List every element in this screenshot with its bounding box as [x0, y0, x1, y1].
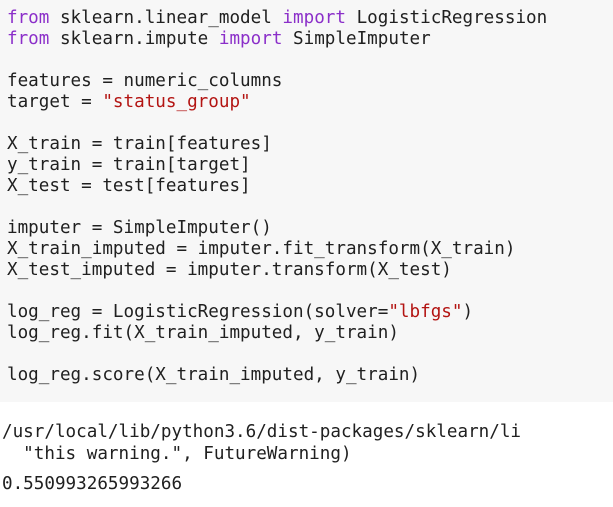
code-line-x-test: X_test = test[features]	[7, 176, 251, 196]
module-name: sklearn.impute	[49, 29, 219, 49]
code-line-x-train-imputed: X_train_imputed = imputer.fit_transform(…	[7, 239, 516, 259]
code-line-y-train: y_train = train[target]	[7, 155, 251, 175]
code-line-log-reg: log_reg = LogisticRegression(solver="lbf…	[7, 302, 473, 323]
assignment: target =	[7, 92, 103, 112]
keyword-from: from	[7, 29, 50, 49]
code-line-score: log_reg.score(X_train_imputed, y_train)	[7, 365, 421, 385]
call-suffix: )	[462, 302, 474, 322]
output-warning-path: /usr/local/lib/python3.6/dist-packages/s…	[2, 422, 522, 442]
code-line-imputer: imputer = SimpleImputer()	[7, 218, 272, 238]
imported-name: SimpleImputer	[282, 29, 431, 49]
code-cell-input[interactable]: from sklearn.linear_model import Logisti…	[0, 0, 613, 402]
code-line-import-logistic: from sklearn.linear_model import Logisti…	[7, 8, 547, 29]
code-line-features: features = numeric_columns	[7, 71, 283, 91]
module-name: sklearn.linear_model	[49, 8, 283, 28]
code-line-x-test-imputed: X_test_imputed = imputer.transform(X_tes…	[7, 260, 452, 280]
keyword-from: from	[7, 8, 50, 28]
output-warning-text: "this warning.", FutureWarning)	[2, 444, 352, 464]
output-result: 0.550993265993266	[2, 474, 183, 494]
string-literal: "status_group"	[102, 92, 251, 112]
code-line-target: target = "status_group"	[7, 92, 251, 113]
code-cell-output: /usr/local/lib/python3.6/dist-packages/s…	[0, 402, 613, 507]
keyword-import: import	[218, 29, 283, 49]
code-line-import-imputer: from sklearn.impute import SimpleImputer	[7, 29, 431, 50]
code-line-x-train: X_train = train[features]	[7, 134, 272, 154]
call-prefix: log_reg = LogisticRegression(solver=	[7, 302, 389, 322]
keyword-import: import	[282, 8, 346, 28]
code-line-fit: log_reg.fit(X_train_imputed, y_train)	[7, 323, 399, 343]
string-literal: "lbfgs"	[388, 302, 463, 322]
imported-name: LogisticRegression	[345, 8, 548, 28]
